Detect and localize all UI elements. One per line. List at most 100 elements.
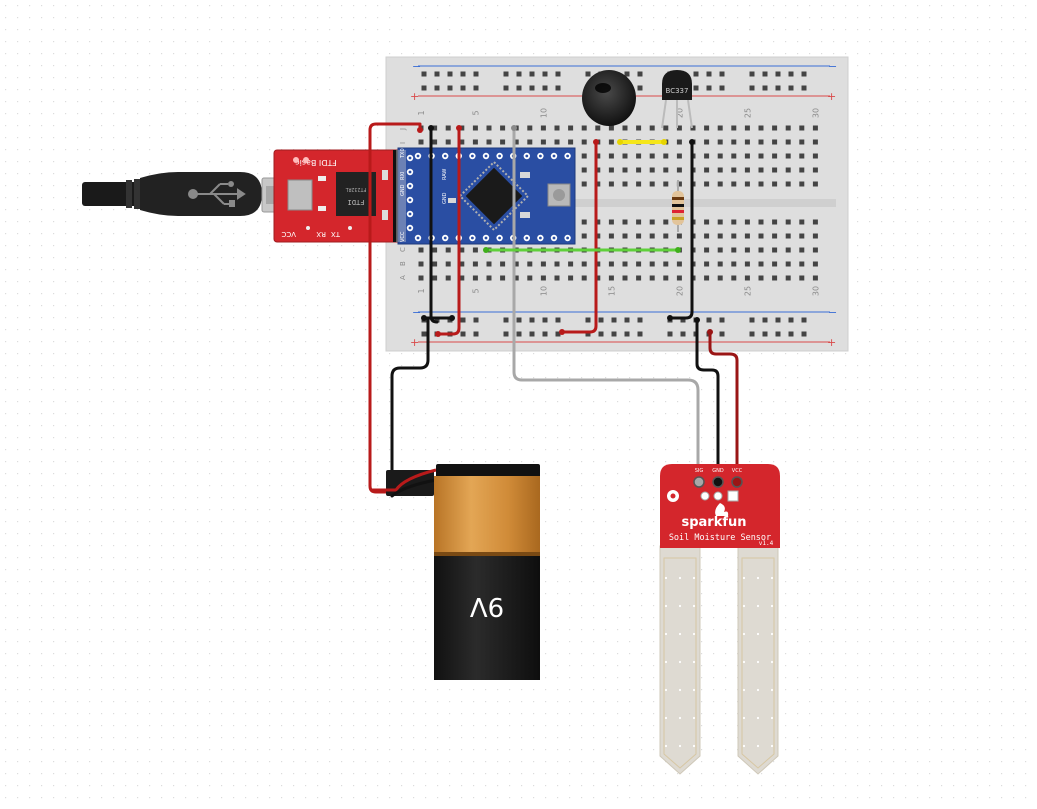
breadboard-hole xyxy=(785,261,791,267)
rail-minus-bottom-right: − xyxy=(828,306,837,319)
breadboard-hole xyxy=(608,153,614,159)
rail-hole xyxy=(473,331,479,337)
breadboard-hole xyxy=(758,261,764,267)
breadboard-hole xyxy=(717,261,723,267)
breadboard-hole xyxy=(744,139,750,145)
breadboard-hole xyxy=(704,233,710,239)
breadboard-hole xyxy=(744,247,750,253)
probe-dot xyxy=(756,576,760,580)
breadboard-hole xyxy=(649,261,655,267)
rail-hole xyxy=(775,85,781,91)
breadboard-hole xyxy=(595,167,601,173)
column-number: 25 xyxy=(743,108,752,118)
rail-hole xyxy=(801,317,807,323)
promini-pin-label: RAW xyxy=(442,169,448,180)
rail-hole xyxy=(585,317,591,323)
breadboard-hole xyxy=(595,125,601,131)
battery-9v: 9V xyxy=(372,464,540,680)
breadboard-hole xyxy=(568,261,574,267)
breadboard-hole xyxy=(717,139,723,145)
probe-dot xyxy=(742,660,746,664)
breadboard-hole xyxy=(554,261,560,267)
promini-pin-label: GND xyxy=(442,192,448,204)
breadboard-hole xyxy=(799,167,805,173)
breadboard-hole xyxy=(486,139,492,145)
rail-minus-top-right: − xyxy=(828,60,837,73)
breadboard-hole xyxy=(772,139,778,145)
breadboard-hole xyxy=(622,181,628,187)
probe-dot xyxy=(664,604,668,608)
breadboard-hole xyxy=(445,125,451,131)
breadboard-hole xyxy=(649,181,655,187)
breadboard-hole xyxy=(744,219,750,225)
breadboard-hole xyxy=(717,181,723,187)
probe-dot xyxy=(692,604,696,608)
breadboard-hole xyxy=(581,167,587,173)
row-letter: I xyxy=(399,142,407,144)
rail-hole xyxy=(775,331,781,337)
usb-icon xyxy=(188,181,246,207)
breadboard-hole xyxy=(581,233,587,239)
row-letter: B xyxy=(399,261,407,266)
rail-hole xyxy=(421,85,427,91)
wire-red-vcc xyxy=(436,126,461,336)
breadboard-hole xyxy=(676,139,682,145)
rail-hole xyxy=(775,71,781,77)
rail-hole xyxy=(719,317,725,323)
probe-dot xyxy=(770,576,774,580)
breadboard-hole xyxy=(676,275,682,281)
breadboard-hole xyxy=(581,261,587,267)
ftdi-chip-text: FT232RL xyxy=(345,186,366,192)
rail-hole xyxy=(555,85,561,91)
rail-hole xyxy=(749,317,755,323)
breadboard-hole xyxy=(636,275,642,281)
rail-hole xyxy=(503,331,509,337)
rail-plus-top-right: + xyxy=(827,90,836,103)
breadboard-hole xyxy=(704,275,710,281)
rail-hole xyxy=(749,331,755,337)
breadboard-hole xyxy=(540,139,546,145)
breadboard-hole xyxy=(432,125,438,131)
rail-hole xyxy=(473,85,479,91)
breadboard-hole xyxy=(676,125,682,131)
rail-hole xyxy=(706,317,712,323)
breadboard-hole xyxy=(799,275,805,281)
breadboard-hole xyxy=(608,125,614,131)
breadboard-hole xyxy=(608,275,614,281)
rail-hole xyxy=(762,85,768,91)
breadboard-hole xyxy=(636,261,642,267)
breadboard-hole xyxy=(608,261,614,267)
breadboard-hole xyxy=(622,233,628,239)
breadboard-hole xyxy=(500,139,506,145)
breadboard-hole xyxy=(812,153,818,159)
breadboard-hole xyxy=(717,219,723,225)
breadboard-hole xyxy=(459,139,465,145)
breadboard-hole xyxy=(758,219,764,225)
breadboard-hole xyxy=(513,261,519,267)
breadboard-hole xyxy=(445,261,451,267)
battery-label: 9V xyxy=(470,591,505,621)
breadboard-hole xyxy=(663,275,669,281)
rail-hole xyxy=(460,331,466,337)
breadboard-hole xyxy=(744,233,750,239)
probe-dot xyxy=(678,744,682,748)
column-number: 1 xyxy=(417,288,426,293)
breadboard-hole xyxy=(731,153,737,159)
breadboard-hole xyxy=(676,261,682,267)
rail-hole xyxy=(447,85,453,91)
promini-pin-label: RXI xyxy=(400,172,406,180)
rail-hole xyxy=(801,85,807,91)
probe-dot xyxy=(692,716,696,720)
rail-hole xyxy=(762,71,768,77)
ftdi-vcc-label: VCC xyxy=(281,230,296,238)
breadboard-hole xyxy=(744,261,750,267)
column-number: 10 xyxy=(539,108,548,118)
breadboard-hole xyxy=(717,247,723,253)
row-letter: A xyxy=(399,275,407,280)
breadboard-hole xyxy=(418,275,424,281)
breadboard-hole xyxy=(608,181,614,187)
breadboard-hole xyxy=(772,247,778,253)
breadboard-hole xyxy=(636,219,642,225)
breadboard-hole xyxy=(812,125,818,131)
